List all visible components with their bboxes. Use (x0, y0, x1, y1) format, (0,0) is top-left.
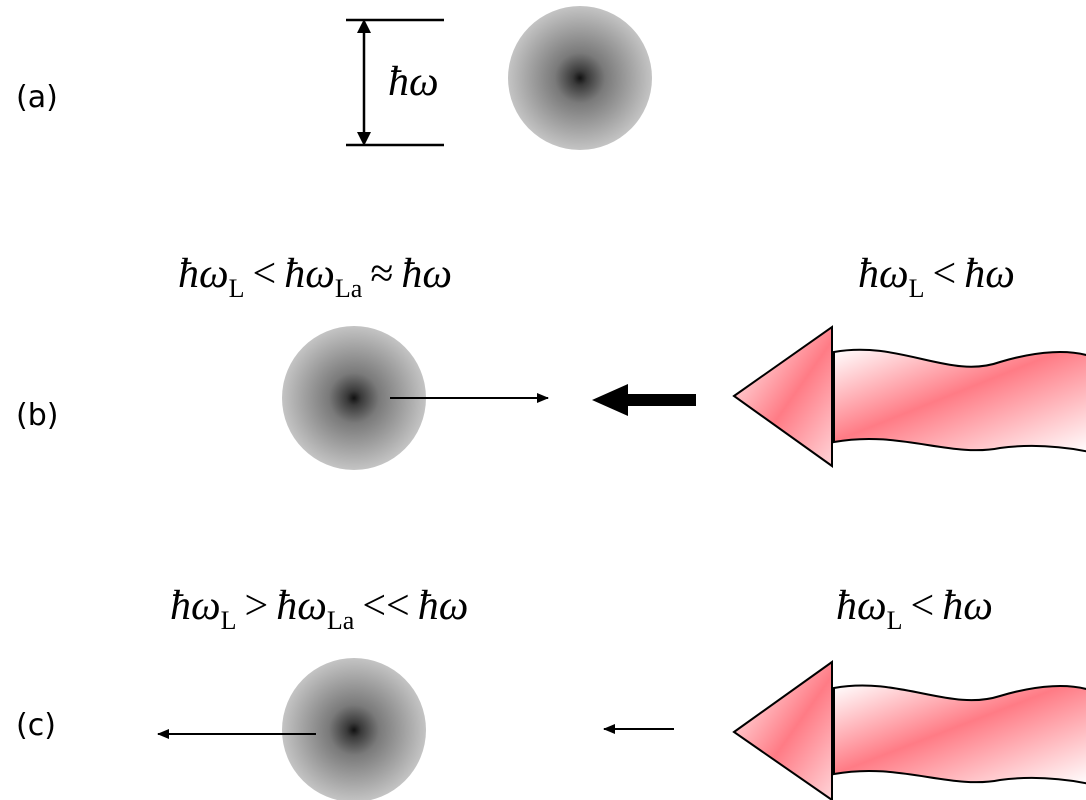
panel-c-graphics (157, 658, 1086, 800)
atom-a (508, 6, 652, 150)
atom-c (282, 658, 426, 800)
panel-c-laser-equation: ħωL<ħω (836, 583, 993, 635)
atom-b (282, 326, 426, 470)
panel-label-c: (c) (16, 708, 56, 743)
energy-gap-label: ħω (388, 59, 439, 105)
panel-b-laser-equation: ħωL<ħω (858, 251, 1015, 303)
laser-beam-c (732, 660, 1086, 800)
panel-a-graphics (346, 6, 652, 150)
panel-b-graphics (282, 325, 1086, 470)
thick-left-arrow (592, 384, 696, 416)
panel-label-a: (a) (16, 80, 58, 115)
panel-b-atom-equation: ħωL<ħωLa≈ħω (178, 251, 453, 303)
panel-c-atom-equation: ħωL>ħωLa<<ħω (170, 583, 469, 635)
laser-beam-b (732, 325, 1086, 468)
panel-label-b: (b) (16, 398, 59, 433)
